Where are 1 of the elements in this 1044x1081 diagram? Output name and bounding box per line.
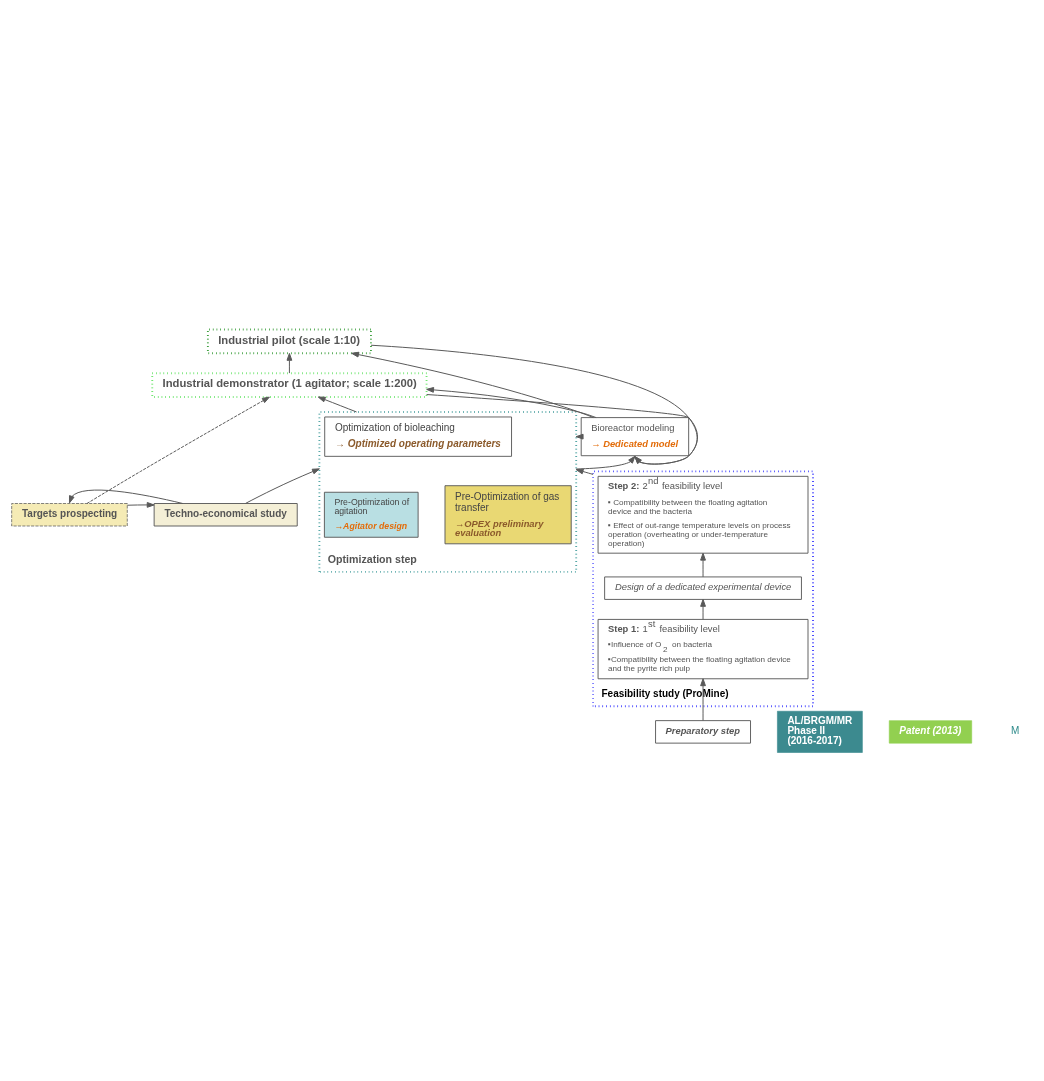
- label: M: [1011, 724, 1020, 736]
